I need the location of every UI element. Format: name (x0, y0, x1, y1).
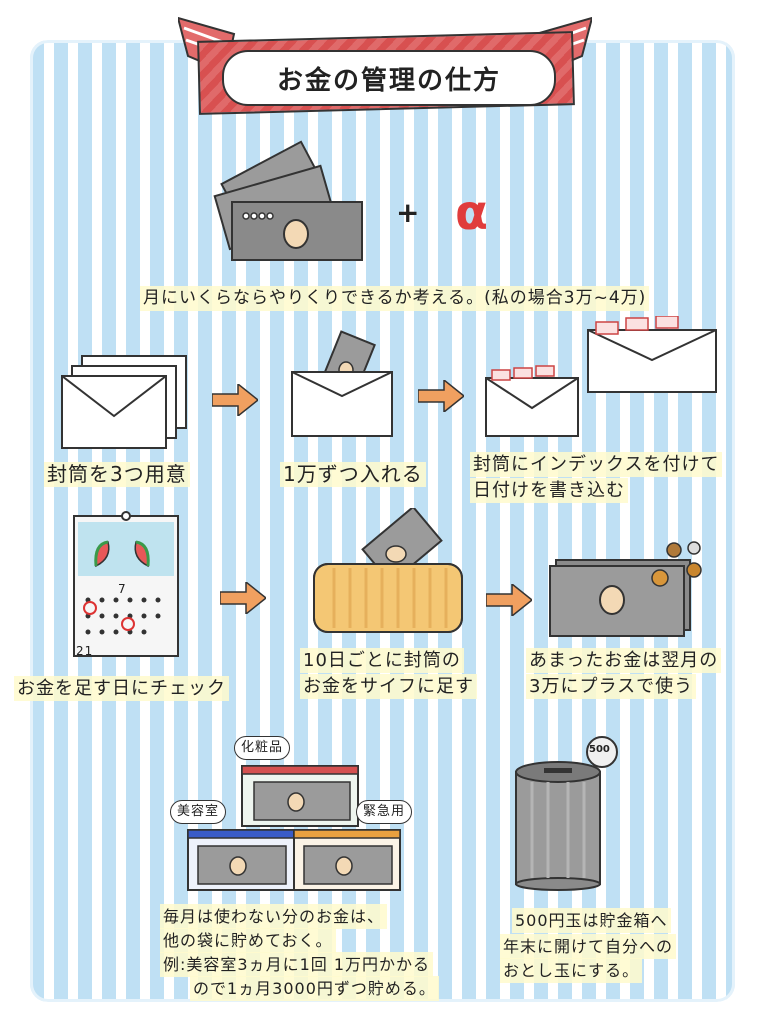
pouch-icon (241, 765, 359, 827)
wallet-icon (313, 508, 463, 633)
bottom-right-line2: 年末に開けて自分への (500, 934, 677, 959)
step-5-label-line2: お金をサイフに足す (300, 674, 477, 699)
bottom-left-line1: 毎月は使わない分のお金は、 (160, 904, 388, 929)
label-emergency: 緊急用 (356, 800, 413, 824)
envelope-with-money-icon (291, 330, 393, 437)
arrow-right-icon (212, 384, 258, 416)
step-6-label-line2: 3万にプラスで使う (526, 674, 697, 699)
label-cosmetics: 化粧品 (234, 736, 291, 760)
bottom-right-line3: おとし玉にする。 (500, 958, 643, 983)
pouch-icon (293, 829, 401, 891)
alpha-symbol: α (455, 185, 489, 241)
label-salon: 美容室 (170, 800, 227, 824)
indexed-envelopes-icon (485, 316, 717, 437)
page-title: お金の管理の仕方 (222, 50, 556, 106)
coin-500-label: 500 (589, 744, 610, 755)
bottom-left-line4: ので1ヵ月3000円ずつ貯める。 (190, 976, 439, 1001)
step-3-label-line2: 日付けを書き込む (470, 478, 628, 503)
bottom-right-line1: 500円玉は貯金箱へ (512, 908, 671, 933)
step-5-label-line1: 10日ごとに封筒の (300, 648, 464, 673)
plus-sign: + (396, 196, 421, 229)
pouch-icon (187, 829, 295, 891)
arrow-right-icon (418, 380, 464, 412)
coin-bank-icon (515, 761, 601, 891)
bottom-left-line2: 他の袋に貯めておく。 (160, 928, 336, 953)
step-3-label-line1: 封筒にインデックスを付けて (470, 452, 723, 477)
step-2-label: 1万ずつ入れる (280, 462, 426, 487)
leftover-money-icon (549, 541, 702, 637)
step-1-label: 封筒を3つ用意 (44, 462, 190, 487)
step-4-label: お金を足す日にチェック (14, 676, 229, 701)
step-6-label-line1: あまったお金は翌月の (526, 648, 722, 673)
bottom-left-line3: 例:美容室3ヵ月に1回 1万円かかる (160, 952, 434, 977)
calendar-number-top: 7 (118, 582, 127, 596)
three-envelopes-icon (61, 355, 187, 449)
striped-background (30, 40, 735, 1002)
arrow-right-icon (486, 584, 532, 616)
arrow-right-icon (220, 582, 266, 614)
coin-500-icon (586, 736, 618, 768)
calendar-icon (73, 511, 179, 657)
calendar-number-bottom: 21 (76, 644, 94, 658)
banknotes-icon (213, 140, 363, 261)
intro-text: 月にいくらならやりくりできるか考える。(私の場合3万~4万) (140, 286, 650, 311)
